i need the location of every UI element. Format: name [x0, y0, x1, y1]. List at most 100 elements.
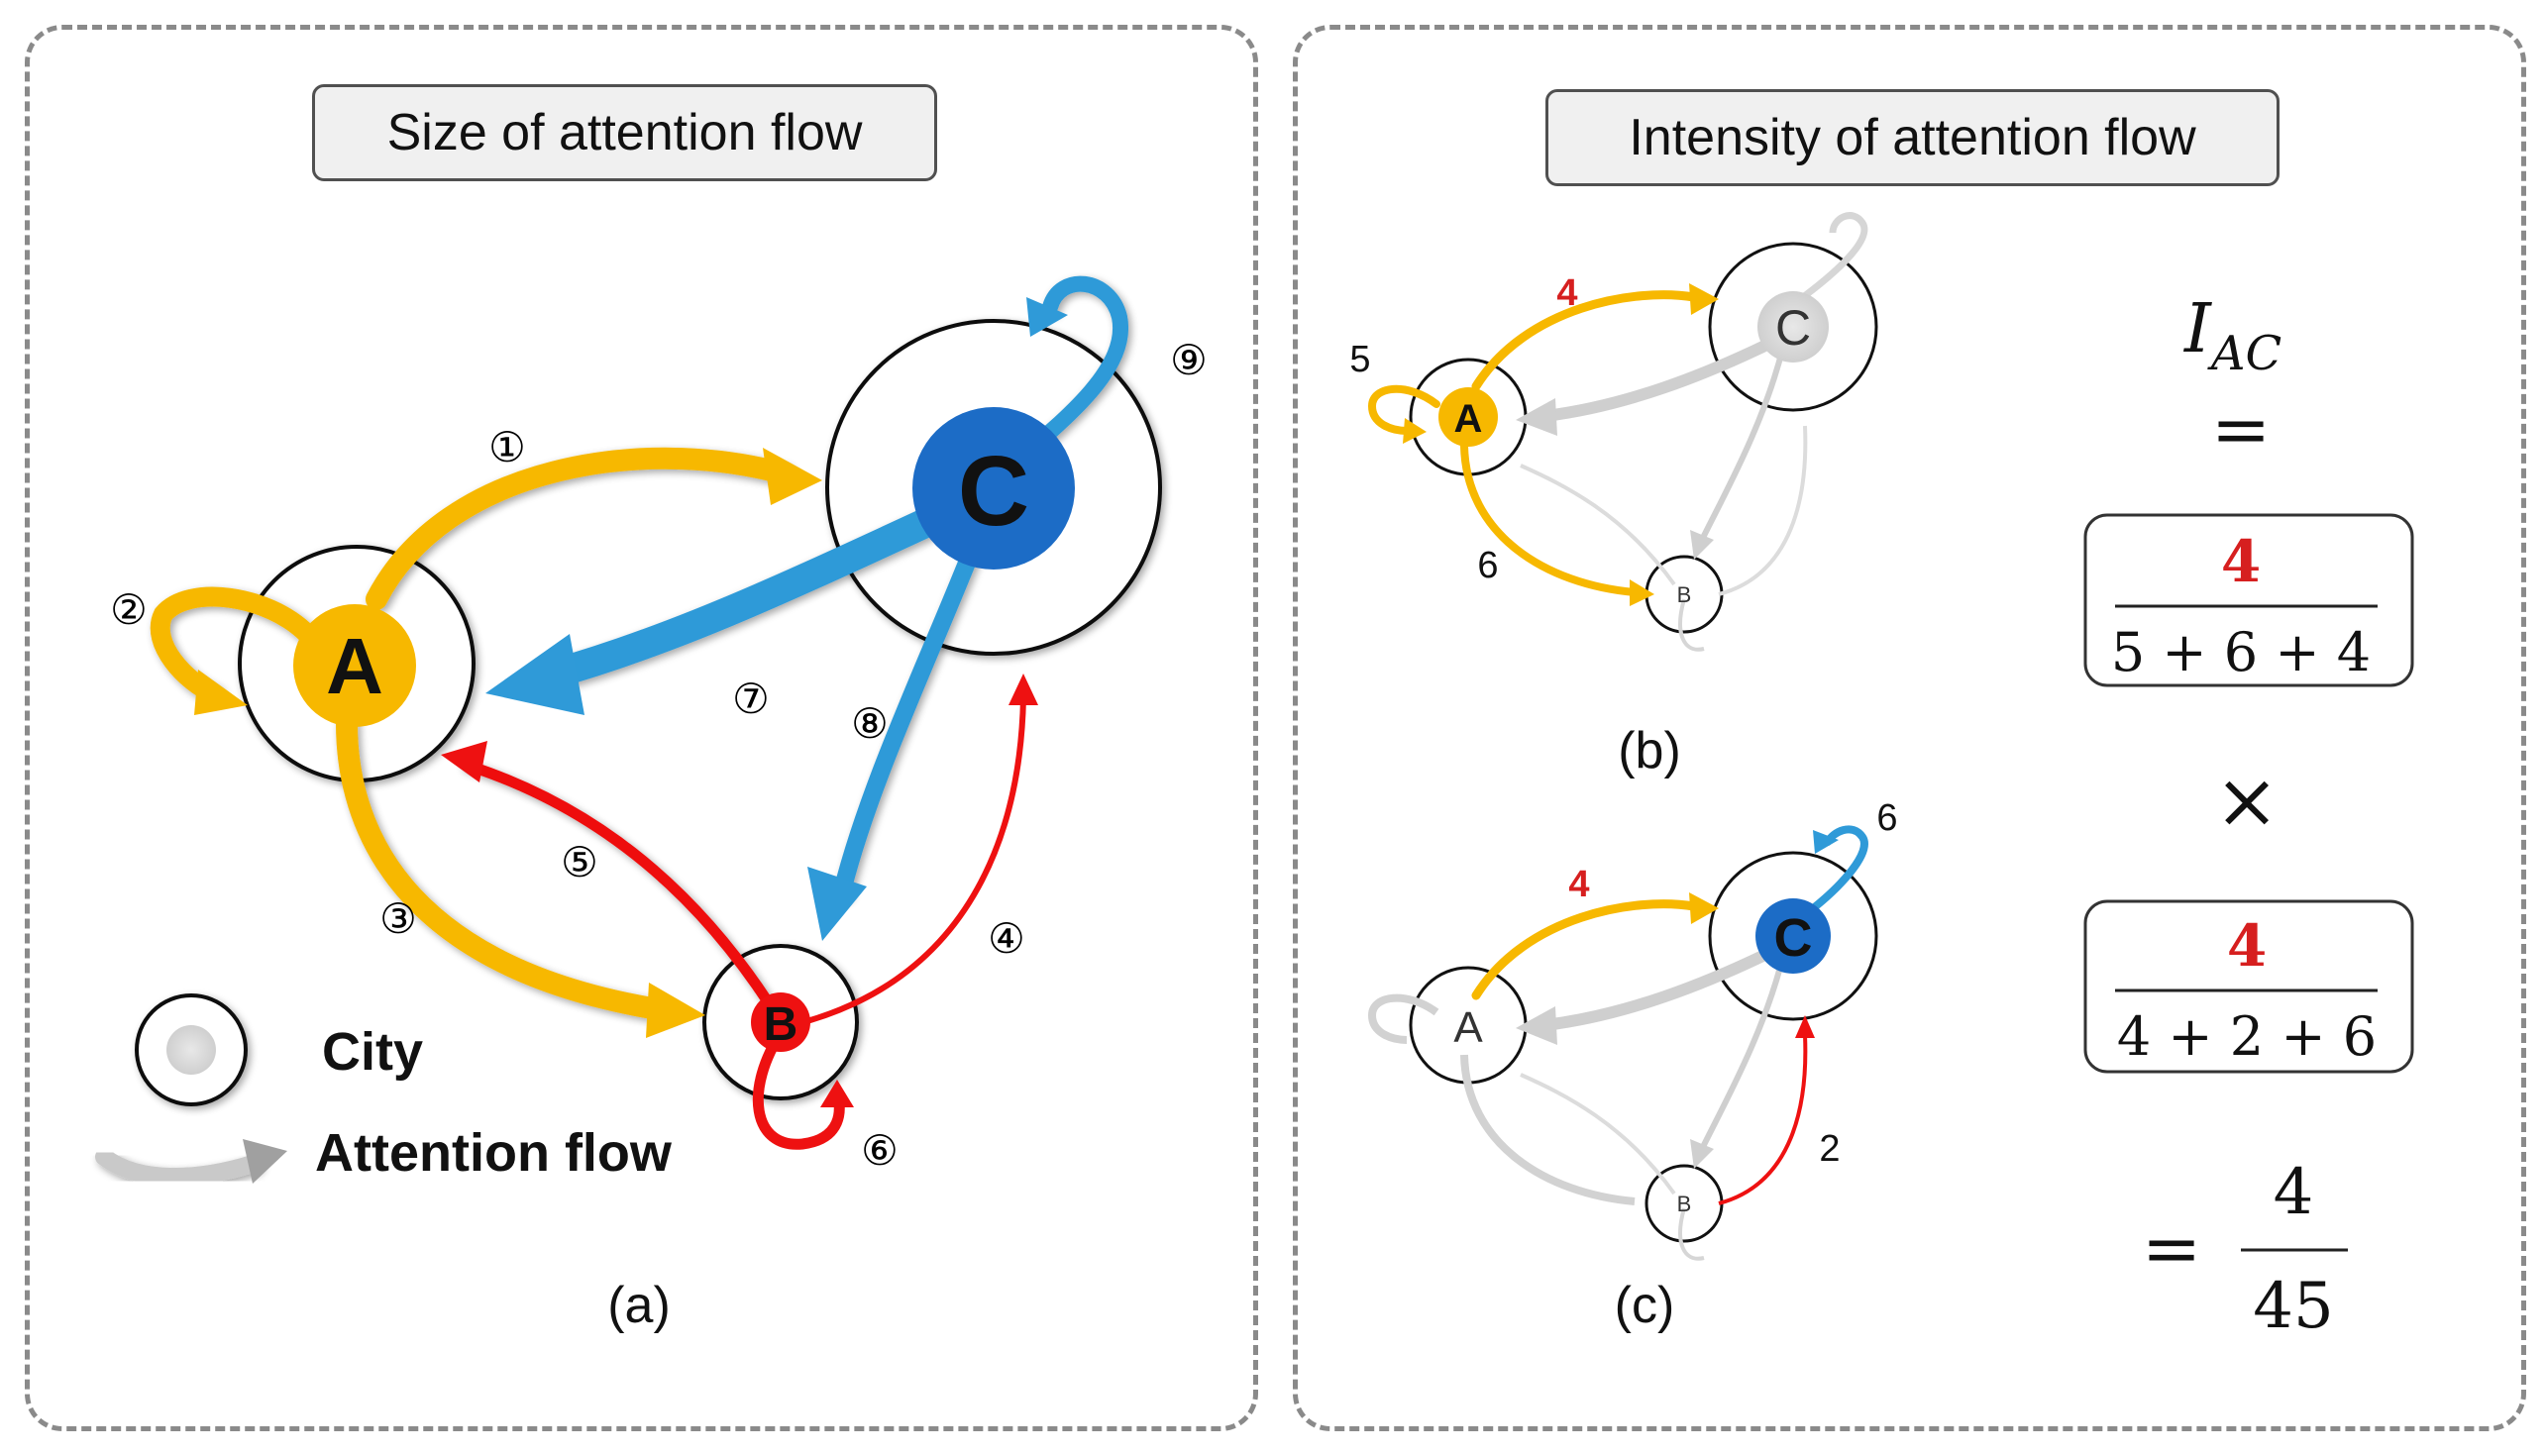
caption-c: (c): [1615, 1277, 1675, 1334]
b-flow-ab: [1460, 442, 1639, 596]
flow-2-loop: [150, 586, 317, 703]
formula-lhs-symbol: I: [2182, 290, 2212, 368]
node-b-label: B: [764, 998, 798, 1051]
result-equals: =: [2142, 1206, 2201, 1290]
panel-bc: [1293, 25, 2526, 1431]
legend-flow-label: Attention flow: [315, 1123, 673, 1183]
flow-number-8: ⑧: [851, 700, 889, 747]
flow-5-arrow: [460, 759, 789, 1031]
panel-a: [25, 25, 1258, 1431]
c-label-ac: 4: [1568, 864, 1589, 905]
c-flow-ca: [1539, 940, 1789, 1031]
flow-9-arrowhead: [1026, 297, 1068, 337]
node-c-fill: [912, 407, 1075, 570]
panel-bc-title: Intensity of attention flow: [1545, 89, 2280, 186]
legend-flow-icon: [95, 1148, 262, 1187]
c-flow-aa: [1367, 993, 1439, 1044]
fraction-2-box: [2083, 899, 2414, 1074]
flow-8-arrowhead: [807, 867, 867, 941]
caption-a: (a): [607, 1277, 671, 1334]
b-flow-cb-head: [1690, 530, 1714, 560]
b-flow-aa-head: [1403, 418, 1427, 444]
fraction-2-numerator: 4: [2227, 912, 2267, 980]
fraction-2-denominator: 4 + 2 + 6: [2117, 1005, 2377, 1068]
c-flow-cb: [1699, 955, 1786, 1151]
legend-flow-arrowhead: [243, 1139, 287, 1184]
c-flow-cc-head: [1813, 830, 1839, 854]
formula-lhs-subscript: AC: [2207, 326, 2281, 381]
flow-7-arrowhead: [485, 634, 584, 715]
b-flow-bc: [1718, 425, 1808, 596]
formula-lhs: IAC: [2182, 290, 2281, 381]
b-node-c-label: C: [1775, 300, 1811, 356]
b-label-ac: 4: [1556, 272, 1577, 314]
c-flow-ac: [1471, 899, 1699, 1000]
b-flow-aa: [1367, 384, 1440, 435]
c-flow-cb-head: [1690, 1139, 1714, 1169]
b-label-ab: 6: [1477, 545, 1498, 586]
formula-equals: =: [2211, 387, 2271, 470]
flow-number-3: ③: [379, 895, 417, 942]
c-flow-cc: [1799, 825, 1868, 920]
node-a-fill: [293, 604, 416, 727]
c-flow-ac-head: [1689, 892, 1719, 924]
flow-3-arrowhead: [646, 983, 705, 1038]
fraction-1-numerator: 4: [2221, 528, 2261, 595]
flow-9-loop: [1003, 275, 1129, 473]
b-label-aa: 5: [1349, 339, 1370, 380]
c-flow-bc: [1718, 1034, 1808, 1205]
flow-number-4: ④: [988, 915, 1025, 962]
flow-1-arrowhead: [763, 448, 822, 505]
flow-5-arrowhead: [441, 741, 487, 782]
c-node-a-label: A: [1453, 1003, 1483, 1052]
legend-city-label: City: [322, 1022, 423, 1082]
b-flow-bb: [1678, 598, 1705, 652]
flow-number-5: ⑤: [561, 839, 598, 885]
flow-6-loop: [752, 1024, 845, 1150]
c-label-bc: 2: [1819, 1128, 1840, 1170]
c-flow-bb: [1678, 1207, 1705, 1261]
flow-1-arrow: [366, 447, 794, 610]
c-node-b-label: B: [1677, 1192, 1692, 1216]
caption-b: (b): [1618, 722, 1681, 780]
b-flow-ac-head: [1689, 283, 1719, 315]
c-label-cc: 6: [1876, 797, 1897, 839]
node-b-fill: [751, 992, 810, 1052]
b-node-a-label: A: [1454, 397, 1483, 441]
result-numerator: 4: [2274, 1156, 2314, 1229]
b-flow-ba: [1520, 464, 1676, 586]
flow-7-arrow: [540, 480, 1001, 688]
legend-city-icon-inner: [166, 1025, 216, 1075]
result-denominator: 45: [2253, 1270, 2333, 1343]
b-flow-cb: [1699, 346, 1786, 542]
c-flow-ba: [1520, 1073, 1676, 1196]
flow-number-9: ⑨: [1170, 337, 1208, 383]
flow-6-arrowhead: [820, 1080, 854, 1107]
node-c-label: C: [958, 436, 1029, 547]
c-flow-bc-head: [1795, 1015, 1815, 1038]
panel-a-title: Size of attention flow: [312, 84, 937, 181]
c-node-c-fill: [1755, 898, 1831, 974]
fraction-1-box: [2083, 513, 2414, 687]
flow-number-2: ②: [110, 586, 148, 633]
c-flow-ca-head: [1516, 1006, 1557, 1045]
b-flow-ca-head: [1516, 398, 1557, 436]
b-node-b-label: B: [1677, 582, 1692, 607]
b-flow-cc: [1800, 212, 1868, 300]
b-flow-ab-head: [1630, 579, 1654, 606]
flow-number-6: ⑥: [861, 1127, 899, 1174]
fraction-1-denominator: 5 + 6 + 4: [2111, 621, 2371, 683]
b-node-c-fill: [1757, 291, 1829, 363]
c-flow-ab: [1460, 1054, 1636, 1205]
flow-4-arrowhead: [1008, 674, 1038, 705]
formula-times: ×: [2214, 757, 2279, 846]
flow-4-arrow: [790, 695, 1026, 1028]
b-flow-ca: [1539, 331, 1789, 422]
flow-3-arrow: [336, 712, 675, 1021]
flow-2-arrowhead: [194, 670, 248, 715]
b-flow-ac: [1471, 290, 1699, 391]
flow-number-7: ⑦: [732, 676, 770, 722]
node-a-label: A: [326, 622, 383, 710]
c-node-c-label: C: [1774, 908, 1813, 968]
